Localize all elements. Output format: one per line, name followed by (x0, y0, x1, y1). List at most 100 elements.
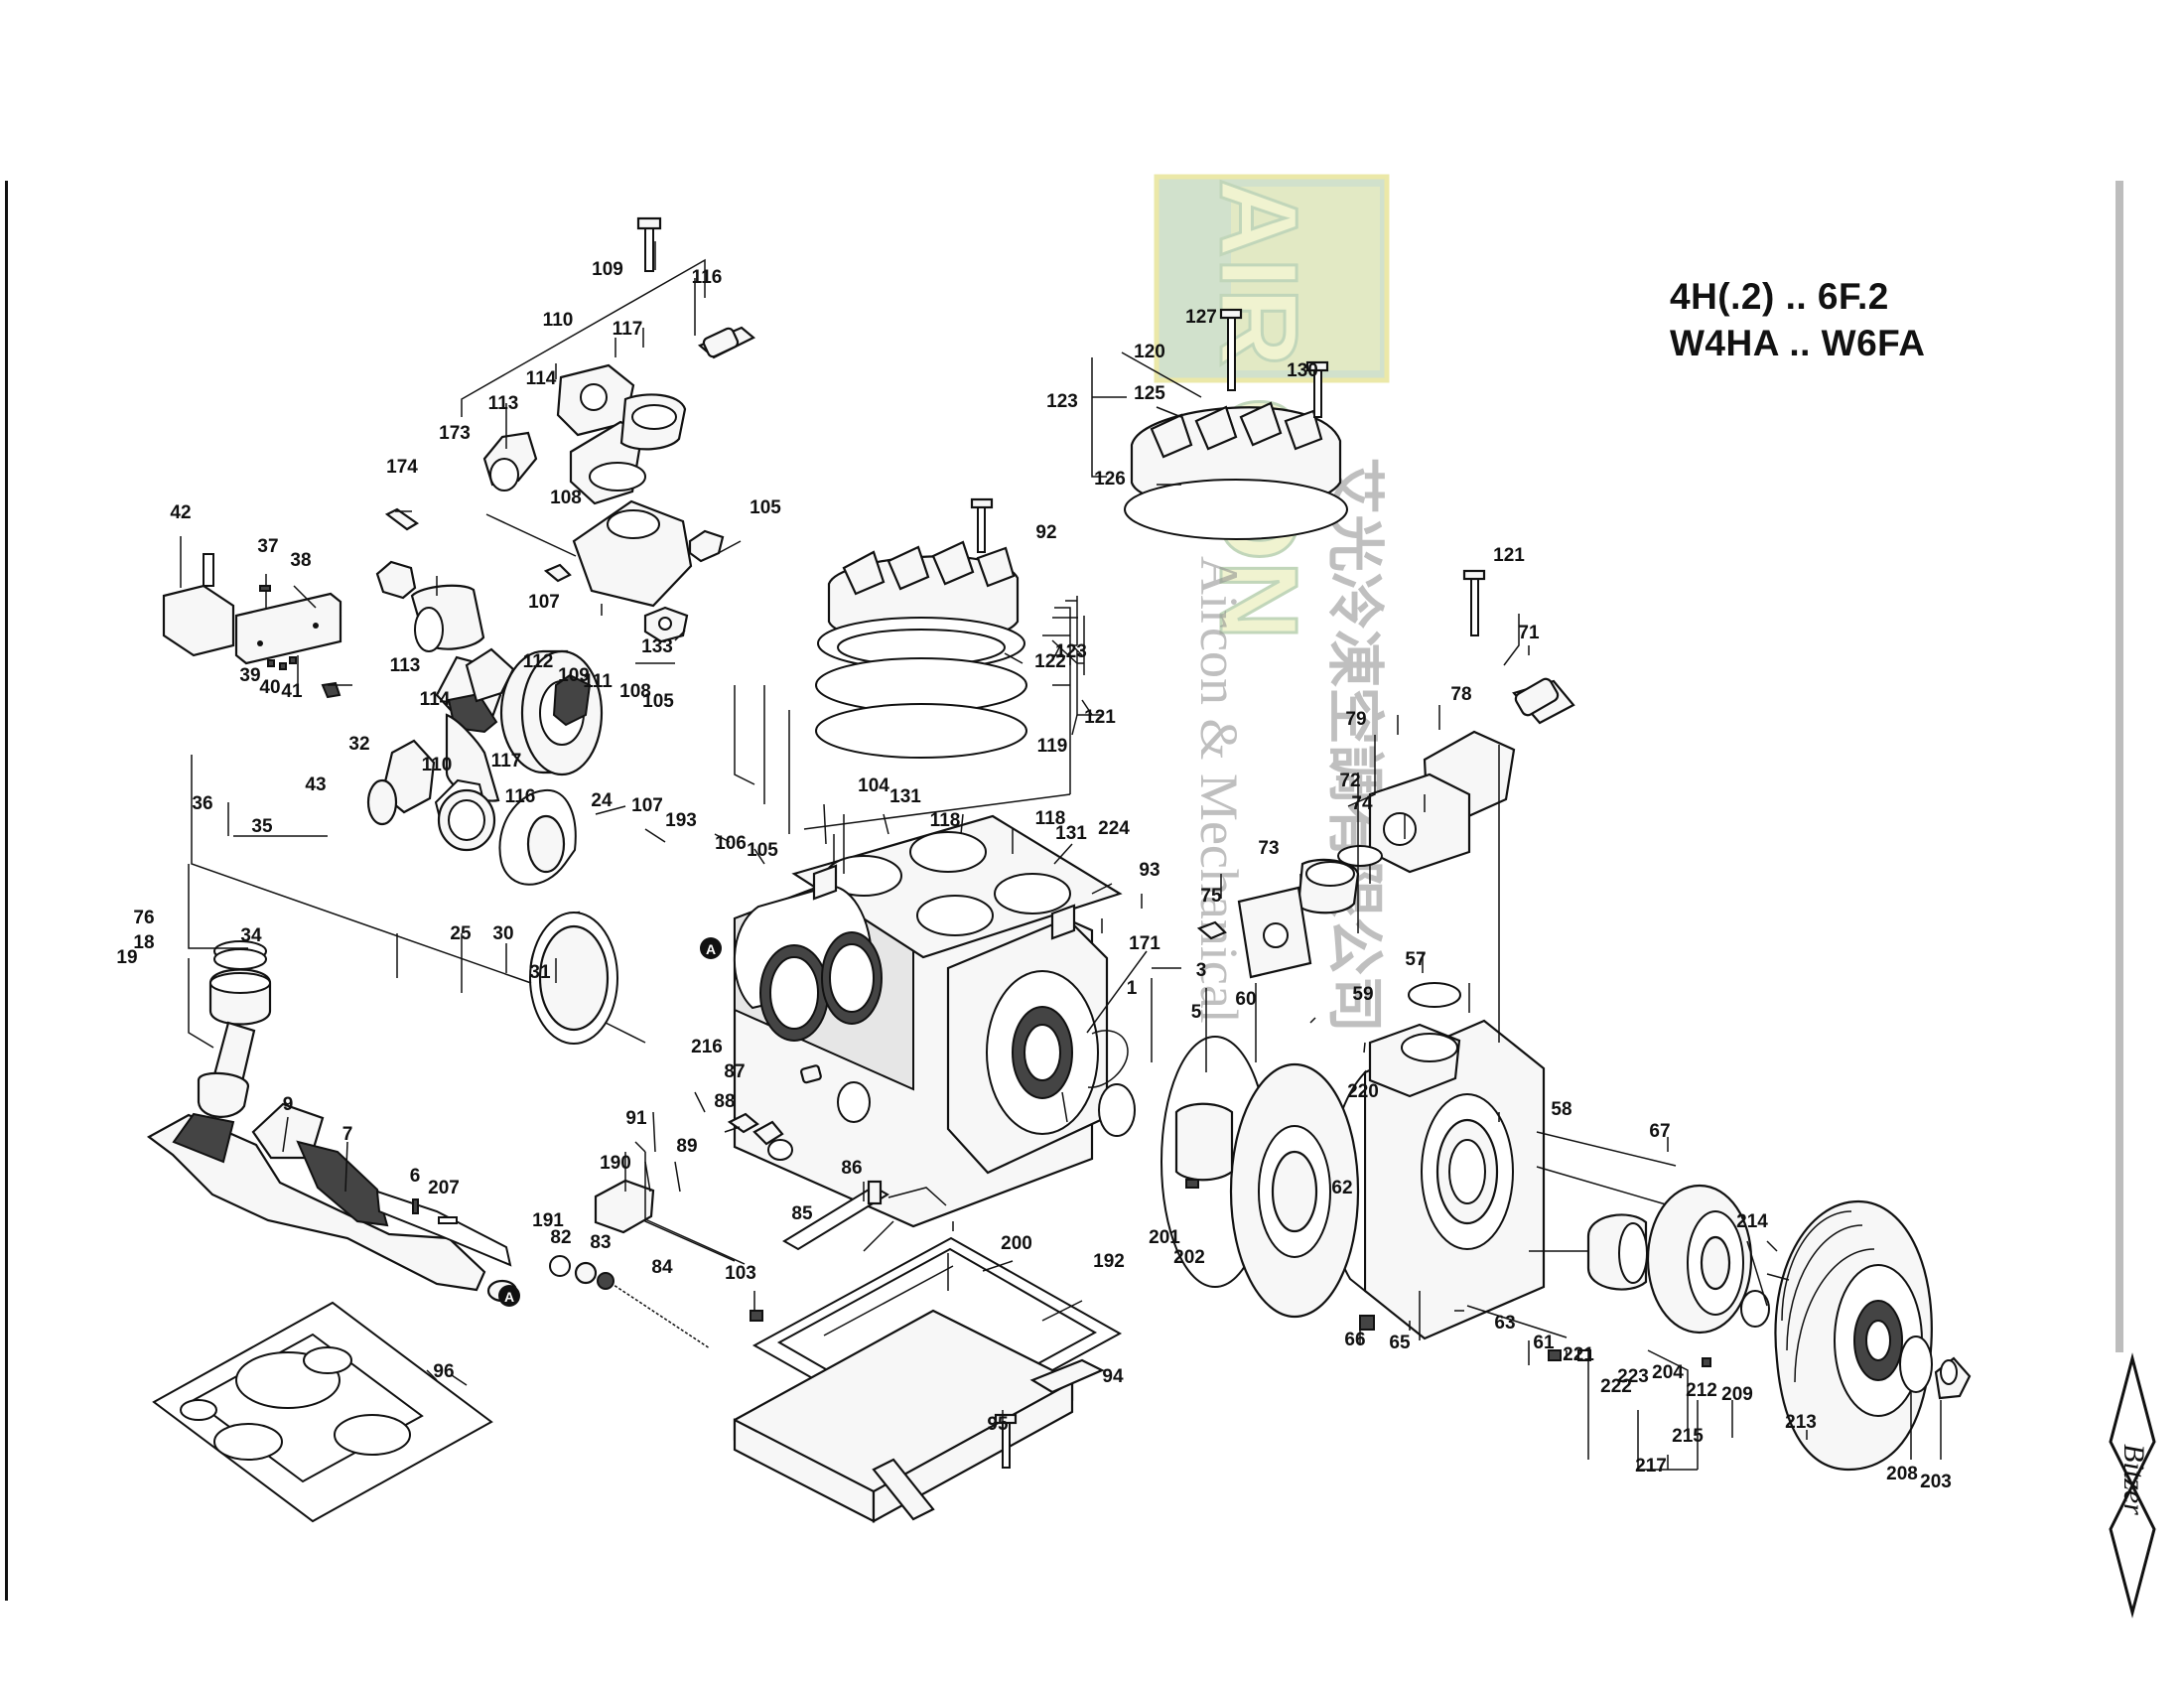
part-label-117: 117 (491, 751, 522, 772)
part-label-107: 107 (528, 592, 560, 613)
part-label-72: 72 (1339, 771, 1360, 791)
part-label-118: 118 (1035, 808, 1066, 829)
reference-marker-a-1: A (700, 937, 722, 959)
part-label-57: 57 (1405, 949, 1426, 970)
part-label-61: 61 (1533, 1333, 1555, 1353)
part-label-108: 108 (619, 681, 651, 702)
part-label-59: 59 (1352, 984, 1373, 1005)
cylinder-head-upper-right (1124, 308, 1348, 540)
part-label-18: 18 (133, 932, 154, 953)
part-label-83: 83 (590, 1232, 611, 1253)
part-label-95: 95 (987, 1414, 1009, 1435)
part-label-209: 209 (1721, 1384, 1753, 1405)
part-label-106: 106 (715, 833, 747, 854)
part-label-214: 214 (1736, 1211, 1768, 1232)
part-label-204: 204 (1652, 1362, 1684, 1383)
crankcase-body (733, 814, 1129, 1228)
part-label-222: 222 (1600, 1376, 1632, 1397)
part-label-84: 84 (651, 1257, 673, 1278)
gasket-set (152, 1301, 493, 1523)
part-label-117: 117 (613, 319, 643, 340)
part-label-105: 105 (747, 840, 778, 861)
part-label-34: 34 (240, 925, 262, 946)
part-label-121: 121 (1084, 707, 1116, 728)
part-label-207: 207 (428, 1178, 460, 1198)
part-label-58: 58 (1551, 1099, 1571, 1120)
part-label-62: 62 (1331, 1178, 1352, 1198)
part-label-37: 37 (257, 536, 278, 557)
model-title-line-1: 4H(.2) .. 6F.2 (1670, 276, 1889, 317)
part-label-87: 87 (724, 1061, 745, 1082)
part-label-174: 174 (386, 457, 418, 478)
leader-lines (188, 352, 1942, 1471)
part-label-114: 114 (420, 689, 451, 710)
part-label-215: 215 (1672, 1426, 1704, 1447)
part-label-78: 78 (1450, 684, 1471, 705)
pulley-and-shaft-seal (1548, 1184, 1972, 1472)
part-label-125: 125 (1134, 383, 1165, 404)
part-label-40: 40 (259, 677, 280, 698)
part-label-110: 110 (543, 310, 574, 331)
part-label-116: 116 (505, 786, 536, 807)
part-label-192: 192 (1093, 1251, 1125, 1272)
part-label-7: 7 (342, 1124, 353, 1145)
bearing-housing-right (1098, 982, 1677, 1340)
part-label-126: 126 (1094, 469, 1126, 490)
part-label-105: 105 (642, 691, 674, 712)
part-label-65: 65 (1389, 1333, 1411, 1353)
part-label-60: 60 (1235, 989, 1256, 1010)
part-label-89: 89 (676, 1136, 697, 1157)
part-label-82: 82 (550, 1227, 571, 1248)
part-label-6: 6 (410, 1166, 421, 1187)
oil-pump-and-bearing-parts (321, 560, 618, 1045)
right-side-bar (2116, 181, 2123, 1352)
bitzer-logo-text: Bitzer (2117, 1444, 2150, 1515)
part-label-9: 9 (283, 1094, 294, 1115)
part-label-67: 67 (1649, 1121, 1670, 1142)
discharge-valve-assembly (1196, 569, 1575, 979)
part-label-19: 19 (116, 947, 137, 968)
watermark-chinese-text: 艾光冷凍空調有限公司 (1322, 457, 1387, 1033)
part-label-109: 109 (592, 259, 623, 280)
part-label-127: 127 (1185, 307, 1217, 328)
part-label-39: 39 (239, 665, 260, 686)
part-label-112: 112 (523, 651, 554, 672)
part-label-223: 223 (1617, 1366, 1649, 1387)
part-label-130: 130 (1287, 360, 1318, 381)
part-label-218: 218 (0, 0, 16, 5)
part-label-193: 193 (665, 810, 697, 831)
part-label-220: 220 (1347, 1081, 1379, 1102)
part-label-212: 212 (1686, 1380, 1717, 1401)
part-label-32: 32 (348, 734, 369, 755)
part-label-121: 121 (1493, 545, 1525, 566)
part-label-75: 75 (1200, 886, 1222, 907)
part-label-92: 92 (1035, 522, 1056, 543)
part-label-131: 131 (1055, 823, 1087, 844)
part-label-30: 30 (492, 923, 513, 944)
part-label-213: 213 (1785, 1412, 1817, 1433)
marker-a-label: A (706, 941, 716, 957)
part-label-85: 85 (791, 1203, 813, 1224)
part-label-43: 43 (305, 774, 326, 795)
part-label-201: 201 (1149, 1227, 1180, 1248)
part-label-42: 42 (170, 502, 191, 523)
part-label-219: 219 (0, 0, 16, 5)
part-label-190: 190 (600, 1153, 631, 1174)
part-label-76: 76 (133, 908, 154, 928)
part-label-3: 3 (1196, 960, 1207, 981)
part-label-103: 103 (725, 1263, 756, 1284)
part-label-108: 108 (550, 488, 582, 508)
part-label-71: 71 (1518, 623, 1540, 643)
part-label-208: 208 (1886, 1464, 1918, 1484)
part-label-191: 191 (532, 1210, 564, 1231)
part-label-131: 131 (889, 786, 921, 807)
part-label-91: 91 (625, 1108, 647, 1129)
pressure-switch-assembly (162, 536, 342, 670)
part-label-5: 5 (1191, 1002, 1202, 1023)
part-label-119: 119 (1037, 736, 1068, 757)
part-label-116: 116 (692, 267, 723, 288)
piston-and-crankshaft (146, 940, 518, 1303)
left-border-line (5, 181, 8, 1601)
part-label-216: 216 (691, 1037, 723, 1057)
